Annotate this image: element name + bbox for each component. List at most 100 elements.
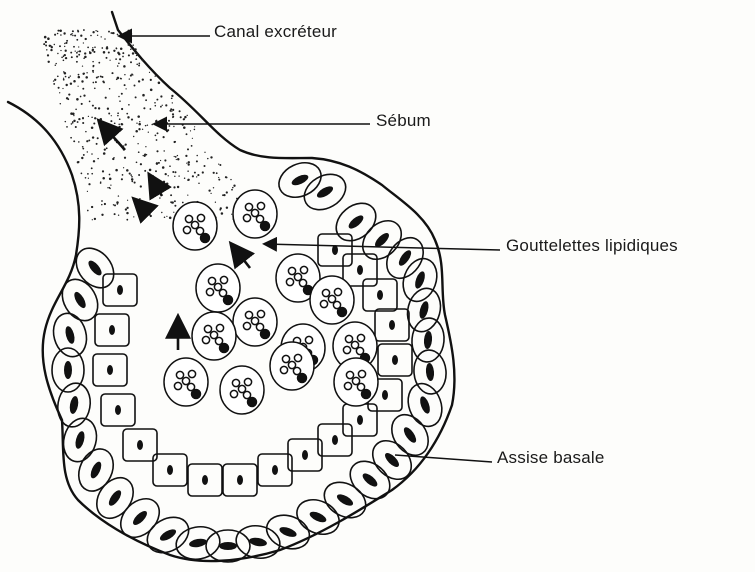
cell-nucleus <box>68 395 79 414</box>
sebum-dot <box>186 163 187 164</box>
sebum-dot <box>58 87 60 89</box>
sebum-dot <box>75 126 77 128</box>
sebum-dot <box>174 205 176 207</box>
sebum-dots <box>43 29 249 221</box>
sebum-dot <box>65 42 67 44</box>
lipid-droplet <box>174 382 181 389</box>
sebum-dot <box>65 121 66 122</box>
sebum-dot <box>97 137 99 139</box>
sebum-dot <box>188 161 190 163</box>
sebum-dot <box>204 152 205 153</box>
sebum-dot <box>127 116 129 118</box>
lipid-droplet <box>238 385 245 392</box>
sebum-dot <box>70 82 72 84</box>
sebum-dot <box>57 33 59 35</box>
sebum-dot <box>82 117 84 119</box>
sebum-dot <box>92 31 94 33</box>
sebum-dot <box>223 194 225 196</box>
sebum-dot <box>88 178 89 179</box>
sebum-dot <box>219 164 221 166</box>
inner-nucleus <box>115 405 121 415</box>
sebum-dot <box>172 109 174 111</box>
sebum-dot <box>134 182 136 184</box>
sebum-dot <box>174 176 175 177</box>
sebum-dot <box>85 131 87 133</box>
sebum-dot <box>172 113 174 115</box>
sebum-dot <box>192 175 194 177</box>
inner-nucleus <box>377 290 383 300</box>
sebum-dot <box>142 78 144 80</box>
cell-nucleus <box>308 510 328 525</box>
cell-nucleus <box>335 492 355 508</box>
sebum-dot <box>83 29 85 31</box>
migration-arrow <box>135 200 150 215</box>
sebum-dot <box>68 94 70 96</box>
sebum-dot <box>194 129 196 131</box>
sebum-dot <box>138 128 140 130</box>
sebum-dot <box>114 213 116 215</box>
sebum-dot <box>113 128 115 130</box>
sebum-dot <box>109 178 112 181</box>
sebocyte-nucleus <box>248 398 257 407</box>
sebum-dot <box>135 96 137 98</box>
sebum-dot <box>191 145 193 147</box>
lipid-droplet <box>352 377 359 384</box>
sebum-dot <box>110 184 111 185</box>
sebum-dot <box>131 178 134 181</box>
sebum-dot <box>61 56 63 58</box>
sebum-dot <box>92 47 93 48</box>
sebum-dot <box>117 52 119 54</box>
sebum-dot <box>63 32 65 34</box>
sebum-dot <box>186 115 187 116</box>
sebum-dot <box>97 35 98 36</box>
sebum-dot <box>59 45 61 47</box>
sebum-dot <box>98 107 100 109</box>
sebum-dot <box>80 35 82 37</box>
sebum-dot <box>134 85 136 87</box>
sebum-dot <box>179 110 181 112</box>
cell-nucleus <box>418 300 430 319</box>
sebum-dot <box>119 100 121 102</box>
sebum-dot <box>108 31 110 33</box>
inner-nucleus <box>107 365 113 375</box>
lipid-droplet <box>357 334 364 341</box>
sebum-dot <box>165 173 167 175</box>
sebum-dot <box>86 140 88 142</box>
sebum-dot <box>164 159 166 161</box>
sebum-dot <box>155 120 157 122</box>
sebum-dot <box>79 50 81 52</box>
sebum-dot <box>70 52 72 54</box>
sebum-dot <box>96 143 98 145</box>
sebum-dot <box>55 63 56 64</box>
sebocytes <box>164 190 378 414</box>
inner-nucleus <box>137 440 143 450</box>
sebum-dot <box>74 35 76 37</box>
sebum-dot <box>121 78 122 79</box>
sebum-dot <box>170 194 172 196</box>
sebum-dot <box>204 165 206 167</box>
sebum-dot <box>65 57 67 59</box>
cell-nucleus <box>72 290 88 310</box>
sebum-dot <box>107 187 108 188</box>
sebum-dot <box>145 125 147 127</box>
sebum-dot <box>67 98 69 100</box>
sebum-dot <box>83 94 85 96</box>
sebum-dot <box>174 200 176 202</box>
sebum-dot <box>171 111 172 112</box>
sebum-dot <box>130 75 132 77</box>
cell-nucleus <box>248 536 267 547</box>
sebum-dot <box>160 160 161 161</box>
cell-nucleus <box>219 542 237 550</box>
sebum-dot <box>77 51 78 52</box>
lipid-droplet <box>182 377 189 384</box>
lipid-droplet <box>280 366 287 373</box>
lipid-droplet <box>282 355 289 362</box>
sebum-dot <box>202 171 204 173</box>
sebum-dot <box>107 108 109 110</box>
sebocyte-nucleus <box>220 344 229 353</box>
sebum-dot <box>105 97 107 99</box>
migration-arrow <box>100 122 125 150</box>
cell-nucleus <box>158 527 178 543</box>
sebum-dot <box>145 99 147 101</box>
sebum-dot <box>63 78 64 79</box>
